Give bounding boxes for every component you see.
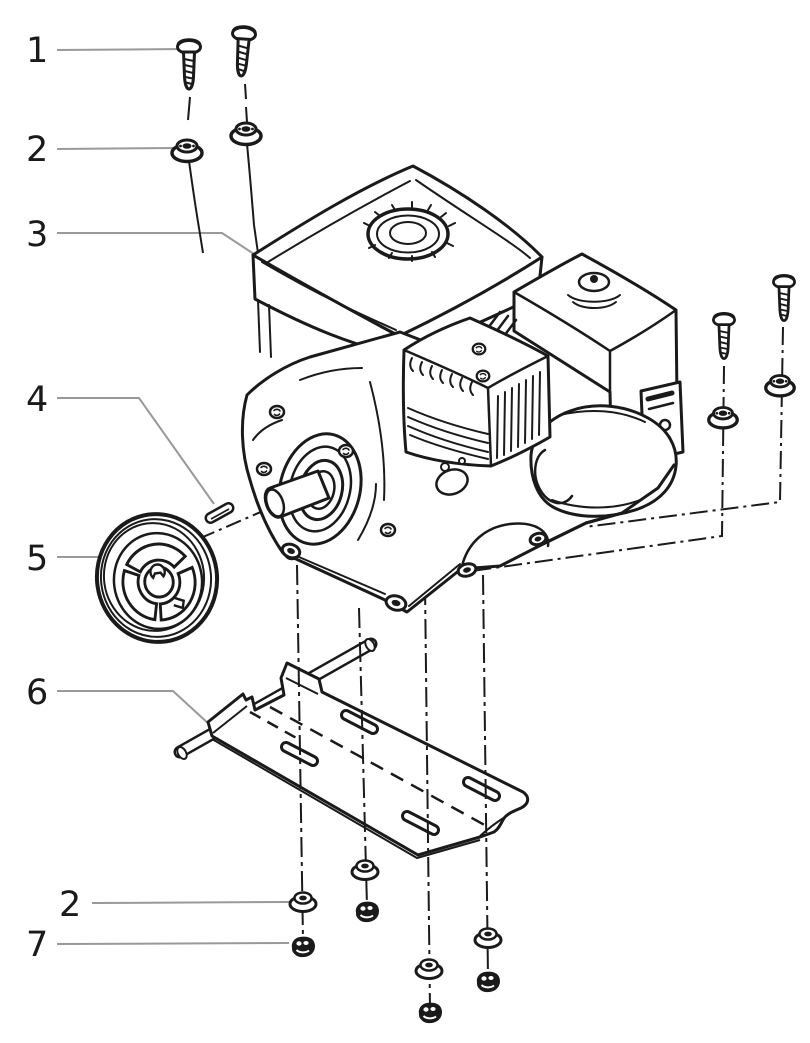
engine-mounting-feet: [280, 531, 548, 612]
leader-lines: [56, 48, 291, 945]
engine-fuel-cap: [363, 201, 456, 262]
engine-carburetor: [435, 457, 469, 496]
engine-air-cleaner: [401, 316, 552, 468]
engine-muffler: [529, 404, 678, 546]
plate-bend-line: [269, 705, 491, 830]
right-fasteners: [464, 273, 796, 573]
engine-crankshaft: [263, 469, 331, 519]
callout-2b-label: 2: [59, 885, 81, 925]
leader-line-2b: [91, 901, 291, 904]
part-washer-bottom-2: [350, 859, 380, 881]
part-washer-right-1: [707, 405, 739, 430]
leader-line-1: [56, 48, 186, 51]
callout-6-label: 6: [26, 673, 48, 713]
part-bolt-right-2: [772, 273, 796, 323]
callout-5-label: 5: [26, 539, 48, 579]
centerline-mount-1: [296, 564, 304, 941]
part-washer-bottom-4: [473, 927, 503, 949]
part-engine: [240, 164, 685, 614]
part-pulley: [94, 512, 220, 644]
leader-line-3: [57, 232, 261, 259]
part-mounting-plate: [173, 637, 530, 860]
part-nut-1: [291, 936, 315, 958]
part-nut-3: [418, 1002, 442, 1024]
part-shaft-key: [204, 502, 235, 524]
part-washer-top-1: [170, 138, 204, 164]
part-bolt-1: [176, 38, 204, 254]
centerline-mount-2: [358, 607, 368, 907]
part-bolt-2: [228, 24, 259, 254]
part-washer-bottom-1: [288, 891, 318, 913]
part-washer-right-2: [764, 373, 796, 398]
callouts: 1 2 3 4 5 6 2 7: [26, 31, 81, 965]
engine-fuel-tank: [251, 164, 544, 358]
leader-line-6: [57, 690, 211, 726]
engine-oil-cap: [567, 271, 621, 309]
callout-3-label: 3: [26, 215, 48, 255]
callout-1-label: 1: [26, 31, 48, 71]
callout-2-label: 2: [26, 130, 48, 170]
part-nut-4: [476, 971, 500, 993]
part-washer-top-2: [229, 121, 263, 147]
centerline-bolt-2: [246, 143, 259, 254]
part-bolt-right-1: [712, 311, 736, 361]
centerline-bolt-1: [188, 160, 204, 254]
leader-line-7: [56, 942, 290, 945]
part-washer-bottom-3: [414, 958, 444, 980]
leader-line-2: [56, 147, 178, 150]
centerline-mount-3: [424, 584, 431, 1010]
leader-line-4: [57, 397, 215, 505]
mounting-centerlines: [296, 564, 489, 1010]
plate-bend-line: [249, 710, 301, 742]
part-nut-2: [355, 901, 379, 923]
callout-7-label: 7: [26, 925, 48, 965]
callout-4-label: 4: [26, 380, 48, 420]
